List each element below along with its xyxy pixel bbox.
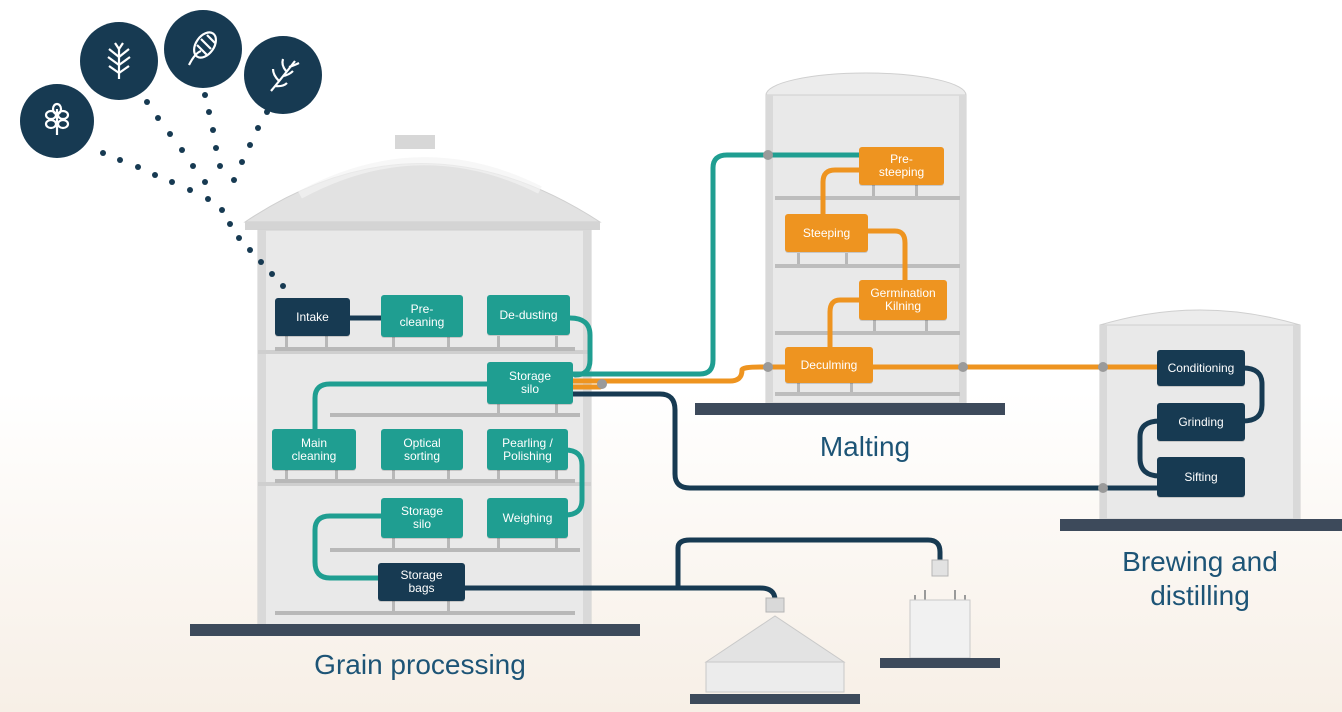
pipe-junctions xyxy=(597,150,1108,493)
bulk-bag xyxy=(880,559,1000,668)
step-storage-silo-2: Storage silo xyxy=(381,498,463,538)
step-de-dusting: De-dusting xyxy=(487,295,570,335)
section-label-grain-processing: Grain processing xyxy=(314,649,526,680)
step-weighing: Weighing xyxy=(487,498,568,538)
step-optical-sorting: Optical sorting xyxy=(381,429,463,470)
silo-hopper xyxy=(690,597,860,704)
section-label-malting: Malting xyxy=(819,431,911,462)
step-storage-bags: Storage bags xyxy=(378,563,465,601)
step-pearling-polishing: Pearling / Polishing xyxy=(487,429,568,470)
step-steeping: Steeping xyxy=(785,214,868,252)
barley-icon xyxy=(244,36,322,114)
step-main-cleaning: Main cleaning xyxy=(272,429,356,470)
section-label-brewing-distilling: Brewing and distilling xyxy=(1122,546,1278,611)
step-conditioning: Conditioning xyxy=(1157,350,1245,386)
step-deculming: Deculming xyxy=(785,347,873,383)
grain-flow-dots xyxy=(100,92,286,289)
wheat-icon xyxy=(80,22,158,100)
corn-icon xyxy=(164,10,242,88)
step-grinding: Grinding xyxy=(1157,403,1245,441)
step-pre-cleaning: Pre- cleaning xyxy=(381,295,463,337)
step-germination-kilning: Germination Kilning xyxy=(859,280,947,320)
grain-ear-icon xyxy=(20,84,94,158)
step-intake: Intake xyxy=(275,298,350,336)
step-sifting: Sifting xyxy=(1157,457,1245,497)
step-storage-silo-1: Storage silo xyxy=(487,362,573,404)
step-pre-steeping: Pre- steeping xyxy=(859,147,944,185)
